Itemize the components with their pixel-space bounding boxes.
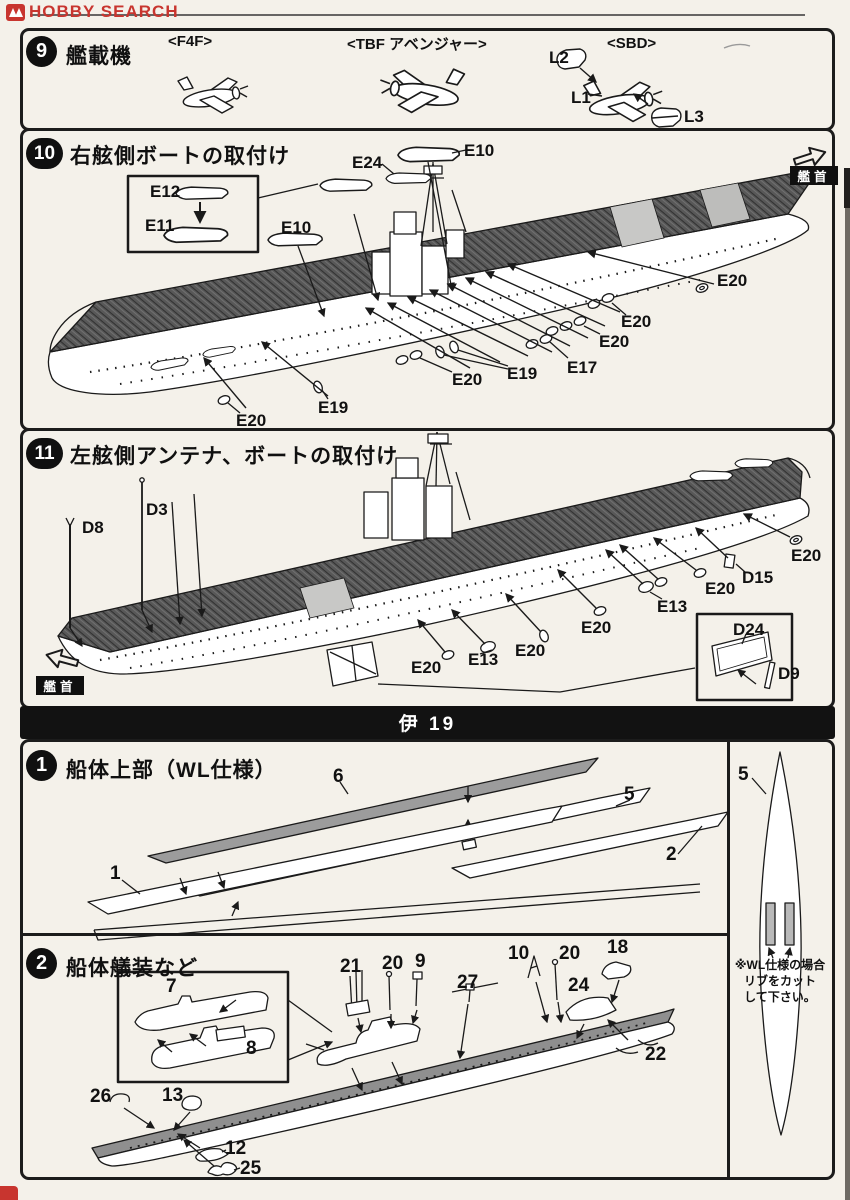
part-label: 9 [415, 951, 426, 972]
part-label: 21 [340, 956, 362, 977]
scan-edge-strip [845, 168, 850, 1200]
part-label: E20 [717, 271, 748, 290]
step-1-badge: 1 [26, 750, 57, 781]
part-label: 2 [666, 844, 677, 865]
hobby-search-logo-text: HOBBY SEARCH [29, 2, 179, 21]
part-label: E20 [411, 658, 442, 677]
part-label: D8 [82, 518, 104, 537]
part-label: E20 [599, 332, 630, 351]
part-label: 27 [457, 972, 479, 993]
submarine-hull-parts-illustration [87, 751, 802, 1136]
aircraft-label-sbd: <SBD> [607, 35, 657, 52]
part-label: E20 [791, 546, 822, 565]
step-9-title: 艦載機 [66, 45, 132, 68]
side-panel-divider [727, 742, 730, 1177]
step-9-badge: 9 [26, 36, 57, 67]
step-2-title: 船体艤装など [66, 957, 198, 980]
step-2-badge: 2 [26, 948, 57, 979]
section-divider-horizontal [23, 933, 730, 936]
part-label: E13 [468, 650, 499, 669]
part-label: 24 [568, 975, 590, 996]
submarine-fittings-illustration [91, 955, 675, 1177]
part-label: 10 [508, 943, 530, 964]
carrier-port-illustration [45, 431, 811, 702]
step-1-title: 船体上部（WL仕様） [66, 759, 277, 782]
part-label: L2 [549, 48, 569, 67]
submarine-section [20, 739, 835, 1180]
part-label: 20 [382, 953, 404, 974]
part-label: L3 [684, 107, 704, 126]
part-label: E20 [621, 312, 652, 331]
part-label: E24 [352, 153, 383, 172]
submarine-name-banner: 伊 19 [20, 706, 835, 739]
inset-part-label: D9 [778, 664, 800, 683]
wl-spec-note-line: リブをカット [743, 974, 816, 988]
part-label: D3 [146, 500, 168, 519]
part-label: 18 [607, 937, 629, 958]
part-label: 1 [110, 863, 121, 884]
part-label: 12 [225, 1138, 247, 1159]
part-label: E10 [281, 218, 312, 237]
part-label: 22 [645, 1044, 667, 1065]
step-11-badge: 11 [26, 438, 63, 469]
bottom-watermark-icon [0, 1186, 18, 1200]
hobby-search-logo-icon [6, 3, 25, 21]
scan-edge-mark [844, 168, 850, 208]
wl-spec-note-line: ※WL仕様の場合 [734, 958, 826, 972]
step-10-badge: 10 [26, 138, 63, 169]
aircraft-illustrations [177, 43, 751, 128]
part-label: 13 [162, 1085, 184, 1106]
part-label: E20 [515, 641, 546, 660]
part-label: E20 [452, 370, 483, 389]
part-label: E20 [581, 618, 612, 637]
side-panel-part-label: 5 [738, 764, 749, 785]
part-label: 25 [240, 1158, 262, 1179]
inset-part-label: E11 [145, 216, 175, 235]
aircraft-label-tbf: <TBF アベンジャー> [347, 36, 487, 53]
part-label: E20 [705, 579, 736, 598]
part-label: 6 [333, 766, 344, 787]
inset-part-label: E12 [150, 182, 181, 201]
wl-spec-note: ※WL仕様の場合 リブをカット して下さい。 [729, 957, 831, 1005]
part-label: E19 [318, 398, 349, 417]
part-label: E13 [657, 597, 688, 616]
part-label: L1 [571, 88, 591, 107]
inset-part-label: D24 [733, 620, 765, 639]
bow-marker-bottom: 艦首 [36, 676, 84, 695]
part-label: E20 [236, 411, 267, 430]
inset-part-label: 7 [166, 976, 177, 997]
part-label: E19 [507, 364, 538, 383]
hobby-search-watermark: HOBBY SEARCH [6, 2, 179, 22]
watermark-strike-line [30, 14, 805, 16]
wl-spec-note-line: して下さい。 [744, 990, 816, 1004]
bow-marker-top: 艦首 [790, 166, 838, 185]
part-label: 5 [624, 784, 635, 805]
part-label: 26 [90, 1086, 112, 1107]
part-label: E10 [464, 141, 495, 160]
part-label: E17 [567, 358, 598, 377]
carrier-starboard-illustration [47, 146, 827, 414]
step-10-title: 右舷側ボートの取付け [70, 145, 290, 168]
step-11-title: 左舷側アンテナ、ボートの取付け [70, 445, 399, 468]
aircraft-label-f4f: <F4F> [168, 33, 213, 50]
part-label: 20 [559, 943, 581, 964]
inset-part-label: 8 [246, 1038, 257, 1059]
part-label: D15 [742, 568, 774, 587]
